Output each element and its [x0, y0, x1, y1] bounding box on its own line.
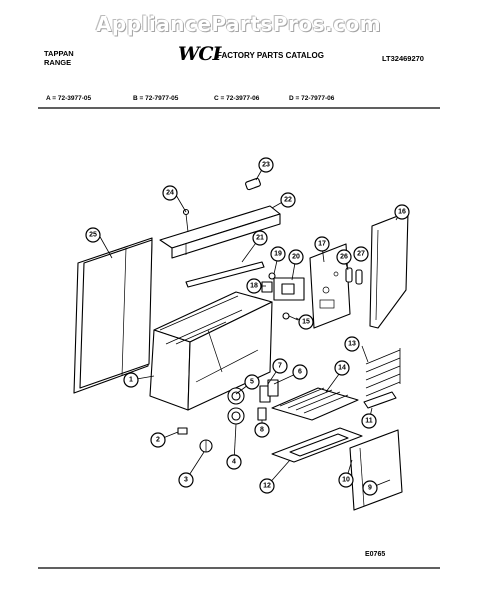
valve-part — [199, 439, 213, 453]
svg-text:14: 14 — [338, 365, 346, 372]
callout-14: 14 — [334, 360, 350, 376]
callout-22: 22 — [280, 192, 296, 208]
rack-rail-part — [365, 348, 401, 397]
drawer-panel-part — [349, 429, 403, 511]
callout-27: 27 — [353, 246, 369, 262]
burner-knob-part — [227, 387, 245, 425]
svg-text:11: 11 — [365, 418, 373, 425]
svg-text:13: 13 — [348, 341, 356, 348]
callout-24: 24 — [162, 185, 178, 201]
svg-text:1: 1 — [129, 377, 133, 384]
svg-text:10: 10 — [342, 477, 350, 484]
strip-part — [185, 261, 265, 288]
callout-11: 11 — [361, 413, 377, 429]
clip-part — [245, 177, 261, 191]
svg-text:6: 6 — [298, 369, 302, 376]
callout-9: 9 — [362, 480, 378, 496]
drawing-code: E0765 — [365, 551, 386, 558]
drawer-base-part — [271, 427, 363, 463]
svg-text:3: 3 — [184, 477, 188, 484]
cabinet-body-part — [149, 291, 273, 411]
callout-21: 21 — [252, 230, 268, 246]
callout-4: 4 — [226, 454, 242, 470]
callout-15: 15 — [298, 314, 314, 330]
rear-panel-part — [309, 243, 351, 329]
switch-part — [345, 267, 363, 285]
catalog-number: LT32469270 — [382, 54, 424, 63]
svg-text:17: 17 — [318, 241, 326, 248]
bolt-part — [182, 208, 190, 233]
model-code-d: D = 72-7977-06 — [289, 95, 335, 102]
svg-text:15: 15 — [302, 319, 310, 326]
svg-text:25: 25 — [89, 232, 97, 239]
svg-text:26: 26 — [340, 254, 348, 261]
callout-25: 25 — [85, 227, 101, 243]
callout-17: 17 — [314, 236, 330, 252]
callout-7: 7 — [272, 358, 288, 374]
model-code-c: C = 72-3977-06 — [214, 95, 260, 102]
svg-text:18: 18 — [250, 283, 258, 290]
shelf-edge-part — [363, 391, 397, 409]
top-panel-part — [159, 205, 281, 259]
svg-text:20: 20 — [292, 254, 300, 261]
callout-23: 23 — [258, 157, 274, 173]
svg-text:12: 12 — [263, 483, 271, 490]
svg-text:21: 21 — [256, 235, 264, 242]
brand-name: TAPPAN — [44, 49, 74, 58]
callout-20: 20 — [288, 249, 304, 265]
oven-rack-part — [271, 387, 359, 421]
screw-part — [282, 312, 299, 321]
side-trim-part — [369, 211, 409, 329]
svg-text:4: 4 — [232, 459, 236, 466]
callout-2: 2 — [150, 432, 166, 448]
callout-12: 12 — [259, 478, 275, 494]
svg-text:8: 8 — [260, 427, 264, 434]
callout-10: 10 — [338, 472, 354, 488]
callout-5: 5 — [244, 374, 260, 390]
svg-text:2: 2 — [156, 437, 160, 444]
callout-6: 6 — [292, 364, 308, 380]
callout-3: 3 — [178, 472, 194, 488]
model-code-a: A = 72-3977-05 — [46, 95, 92, 102]
svg-text:22: 22 — [284, 197, 292, 204]
callout-18: 18 — [246, 278, 262, 294]
bracket-assembly-part — [268, 272, 305, 301]
catalog-title: FACTORY PARTS CATALOG — [217, 51, 324, 60]
side-panel-part — [73, 237, 153, 394]
callout-19: 19 — [270, 246, 286, 262]
callout-1: 1 — [123, 372, 139, 388]
svg-text:5: 5 — [250, 379, 254, 386]
svg-text:19: 19 — [274, 251, 282, 258]
callout-16: 16 — [394, 204, 410, 220]
callout-26: 26 — [336, 249, 352, 265]
fitting-part — [177, 427, 188, 435]
wci-logo: WCI — [178, 43, 221, 65]
svg-text:24: 24 — [166, 190, 174, 197]
svg-text:27: 27 — [357, 251, 365, 258]
callout-13: 13 — [344, 336, 360, 352]
callout-8: 8 — [254, 422, 270, 438]
svg-text:16: 16 — [398, 209, 406, 216]
clamp-part — [261, 281, 273, 293]
hinge-part — [257, 407, 267, 421]
rack-bracket-part — [259, 379, 279, 403]
model-code-b: B = 72-7977-05 — [133, 95, 179, 102]
product-type: RANGE — [44, 58, 72, 67]
svg-text:7: 7 — [278, 363, 282, 370]
watermark: AppliancePartsPros.com — [95, 12, 382, 36]
svg-text:9: 9 — [368, 485, 372, 492]
svg-text:23: 23 — [262, 162, 270, 169]
